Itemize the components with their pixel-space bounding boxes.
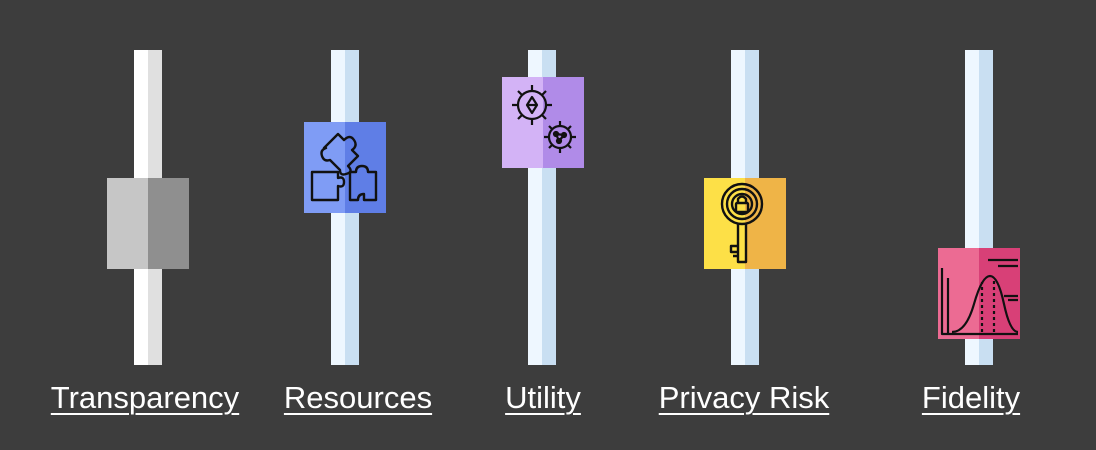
puzzle-icon	[310, 132, 378, 202]
label-fidelity[interactable]: Fidelity	[921, 380, 1021, 415]
key-lock-icon	[720, 182, 764, 264]
label-privacy-risk[interactable]: Privacy Risk	[658, 380, 830, 415]
slider-resources[interactable]	[304, 50, 386, 365]
slider-handle[interactable]	[938, 248, 1020, 339]
label-resources[interactable]: Resources	[283, 380, 433, 415]
gears-icon	[512, 85, 576, 153]
label-transparency[interactable]: Transparency	[50, 380, 240, 415]
slider-handle[interactable]	[502, 77, 584, 168]
slider-fidelity[interactable]	[938, 50, 1020, 365]
slider-transparency[interactable]	[107, 50, 189, 365]
chart-icon	[940, 258, 1019, 336]
slider-privacy-risk[interactable]	[704, 50, 786, 365]
slider-handle[interactable]	[304, 122, 386, 213]
slider-utility[interactable]	[502, 50, 584, 365]
label-utility[interactable]: Utility	[505, 380, 581, 415]
slider-handle[interactable]	[107, 178, 189, 269]
slider-handle[interactable]	[704, 178, 786, 269]
